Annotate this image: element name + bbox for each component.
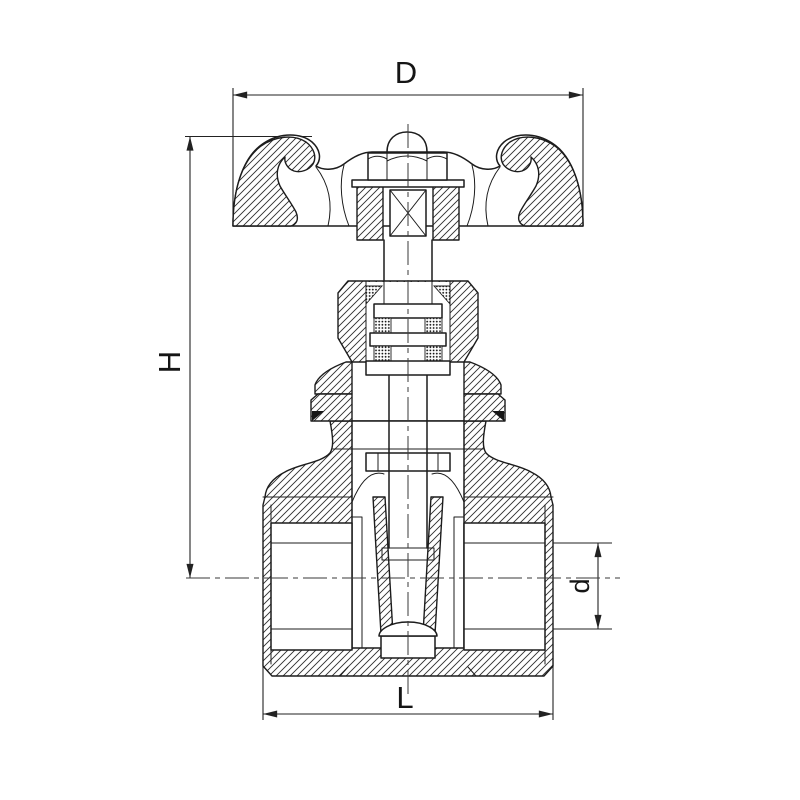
wedge-nut-tabs: [377, 452, 439, 472]
port-bore-left: [270, 522, 353, 651]
thread-lines-left: [270, 542, 353, 630]
handwheel-spoke-contour: [485, 166, 501, 227]
bonnet: [310, 361, 506, 422]
packing-seal-top-left: [365, 285, 384, 306]
port-bore-right: [463, 522, 546, 651]
packing-seal-top-right: [432, 285, 451, 306]
dimension-label-H: H: [152, 351, 187, 373]
handwheel-rim-section-right: [500, 136, 584, 227]
dimension-label-d: d: [565, 578, 595, 593]
seat-rings: [351, 516, 465, 649]
bonnet-flange-left: [310, 393, 353, 422]
dimension-label-D: D: [395, 55, 417, 90]
hub-section-right: [432, 185, 460, 241]
handwheel-spoke-contour: [315, 166, 331, 227]
bonnet-flange-right: [463, 393, 506, 422]
flange-notches: [339, 666, 477, 677]
thread-lines-right: [463, 542, 546, 630]
o-ring-seal: [424, 345, 443, 362]
stem-dome-cap: [382, 131, 432, 153]
bonnet-neck-right: [463, 361, 502, 395]
handwheel-rim-section-left: [232, 136, 316, 227]
chamber-roof-curves: [351, 472, 465, 503]
bonnet-neck-left: [314, 361, 353, 395]
dimension-D: D: [232, 55, 584, 226]
stem-through-packing: [383, 280, 433, 305]
bonnet-gasket-left: [312, 411, 324, 421]
dimension-L: L: [262, 655, 554, 720]
dimension-label-L: L: [396, 680, 413, 715]
stem-upper: [383, 239, 433, 282]
handwheel-spoke-contour: [466, 164, 476, 227]
o-ring-seal: [373, 345, 392, 362]
handwheel-spoke-contour: [340, 164, 350, 227]
stem-shaft: [388, 374, 428, 549]
o-ring-seal: [424, 317, 443, 334]
o-ring-seal: [373, 317, 392, 334]
hub-section-left: [356, 185, 384, 241]
bonnet-gasket-right: [492, 411, 504, 421]
gate-wedge: [365, 452, 451, 659]
